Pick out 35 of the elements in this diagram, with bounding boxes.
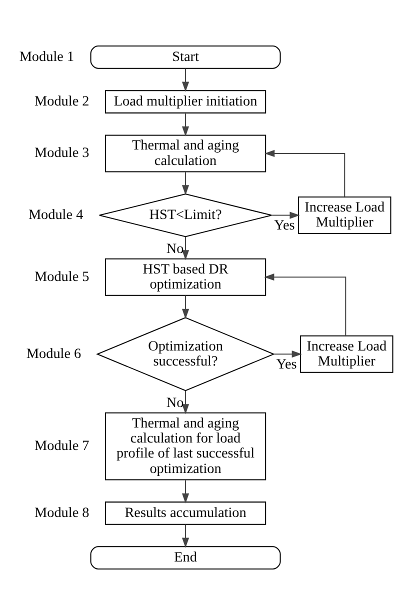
edge-label: No <box>166 241 184 258</box>
node-box: Load multiplier initiation <box>104 90 266 114</box>
arrow <box>182 68 190 92</box>
arrow <box>182 295 190 320</box>
node-label: Module 5 <box>34 268 90 285</box>
arrow <box>182 390 190 414</box>
arrow <box>182 236 190 260</box>
edge-label: Yes <box>276 356 297 372</box>
edge-label: Yes <box>274 217 295 234</box>
arrow <box>272 212 300 219</box>
node-box: Increase Load Multiplier <box>298 196 392 234</box>
node-box: Start <box>90 46 281 69</box>
arrow <box>182 524 190 548</box>
node-label: Module 4 <box>28 207 84 224</box>
node-label: Module 7 <box>34 438 90 454</box>
node-box: Thermal and aging calculation <box>104 134 266 172</box>
arrow <box>264 150 346 197</box>
arrow <box>274 350 302 358</box>
arrow <box>182 480 190 504</box>
node-diamond: Optimization successful? <box>96 317 276 392</box>
node-label: Module 3 <box>34 145 90 162</box>
node-box: Thermal and aging calculation for load profile of last successful optimization <box>104 412 266 480</box>
node-label: Module 2 <box>34 94 90 110</box>
node-label: Module 6 <box>26 346 82 362</box>
arrow <box>182 113 190 136</box>
node-box: Increase Load Multiplier <box>300 335 394 373</box>
node-label: Module 1 <box>19 48 74 65</box>
arrow <box>182 172 190 196</box>
node-diamond: HST<Limit? <box>98 193 272 238</box>
node-box: HST based DR optimization <box>104 258 266 296</box>
arrow <box>264 274 346 336</box>
node-box: End <box>90 546 281 570</box>
edge-label: No <box>166 394 184 411</box>
node-label: Module 8 <box>34 504 90 521</box>
node-box: Results accumulation <box>104 502 266 525</box>
